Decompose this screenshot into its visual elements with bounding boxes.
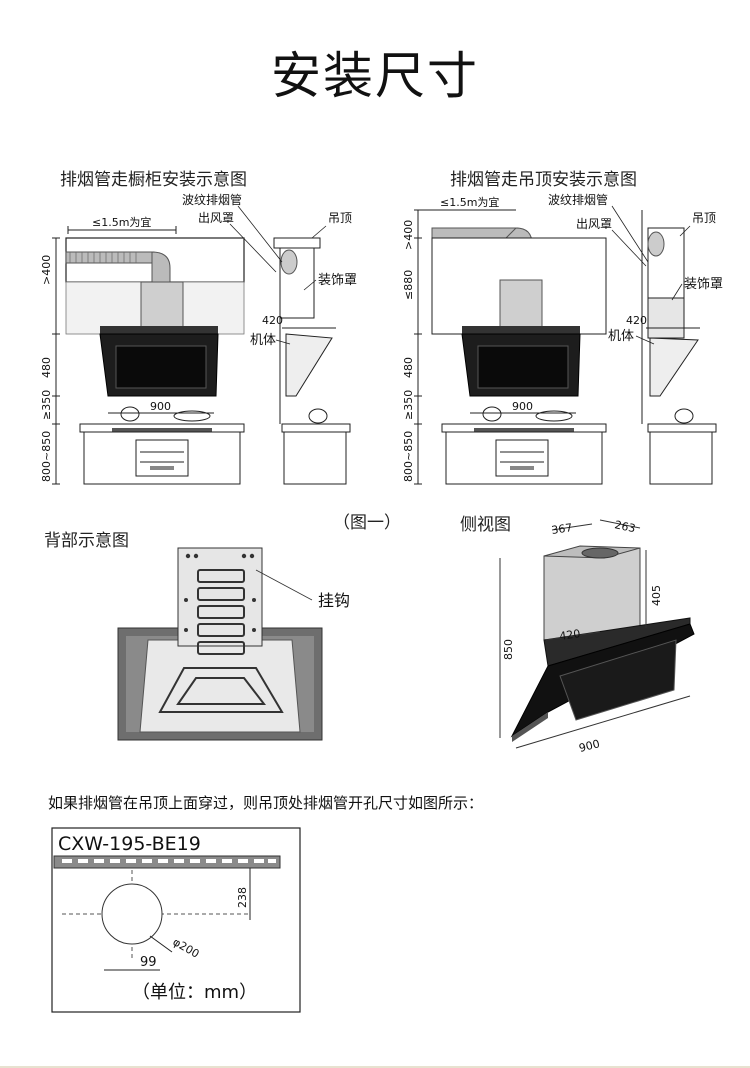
hook-label: 挂钩 xyxy=(318,591,350,610)
side-dim-367: 367 xyxy=(551,521,574,537)
d2-depth: 420 xyxy=(626,314,647,327)
hole-dim-99: 99 xyxy=(140,955,157,970)
d1-label-body: 机体 xyxy=(250,333,276,348)
back-view: 挂钩 xyxy=(117,547,350,741)
d2-label-cover: 装饰罩 xyxy=(684,277,723,292)
side-dim-850: 850 xyxy=(502,639,515,660)
d2-label-body: 机体 xyxy=(608,329,634,344)
d2-dim-4: 800~850 xyxy=(402,431,415,482)
side-dim-405: 405 xyxy=(650,585,663,606)
hole-unit: （单位：mm） xyxy=(132,982,257,1003)
d1-label-outlet: 出风罩 xyxy=(198,211,234,225)
d2-label-outlet: 出风罩 xyxy=(576,217,612,231)
figure-caption: （图一） xyxy=(333,513,401,533)
side-view-title: 侧视图 xyxy=(460,515,511,535)
d1-label-cover: 装饰罩 xyxy=(318,273,357,288)
side-dim-420: 420 xyxy=(559,627,582,643)
d1-label-ceiling: 吊顶 xyxy=(328,211,352,225)
side-dim-900: 900 xyxy=(578,737,602,755)
d1-width: 900 xyxy=(150,400,171,413)
page-title: 安装尺寸 xyxy=(271,47,479,105)
side-view: 367 263 405 850 420 900 xyxy=(499,518,695,755)
d1-dim-0: >400 xyxy=(40,255,53,285)
d2-width: 900 xyxy=(512,400,533,413)
d1-dim-3: 800~850 xyxy=(40,431,53,482)
d1-depth: 420 xyxy=(262,314,283,327)
diagram1-title: 排烟管走橱柜安装示意图 xyxy=(60,170,247,190)
diagram2: ≤1.5m为宜 >400 ≤880 480 ≥350 800~850 900 xyxy=(402,192,723,485)
hole-note: 如果排烟管在吊顶上面穿过，则吊顶处排烟管开孔尺寸如图所示： xyxy=(48,794,484,812)
diagram1-dim-top: ≤1.5m为宜 xyxy=(92,215,151,229)
side-dim-263: 263 xyxy=(613,518,636,535)
hole-model: CXW-195-BE19 xyxy=(58,833,201,855)
diagram2-title: 排烟管走吊顶安装示意图 xyxy=(450,170,637,190)
d2-dim-1: ≤880 xyxy=(402,270,415,300)
d2-dim-3: ≥350 xyxy=(402,390,415,420)
d1-dim-1: 480 xyxy=(40,357,53,378)
d1-dim-2: ≥350 xyxy=(40,390,53,420)
d2-label-ceiling: 吊顶 xyxy=(692,211,716,225)
back-view-title: 背部示意图 xyxy=(44,531,129,551)
bottom-border xyxy=(0,1066,750,1068)
d1-label-duct: 波纹排烟管 xyxy=(182,192,242,207)
diagram2-dim-top: ≤1.5m为宜 xyxy=(440,195,499,209)
d2-dim-0: >400 xyxy=(402,220,415,250)
d2-dim-2: 480 xyxy=(402,357,415,378)
diagram1: ≤1.5m为宜 >400 480 ≥350 800~850 xyxy=(40,192,357,485)
d2-label-duct: 波纹排烟管 xyxy=(548,192,608,207)
hole-dim-238: 238 xyxy=(236,887,249,908)
